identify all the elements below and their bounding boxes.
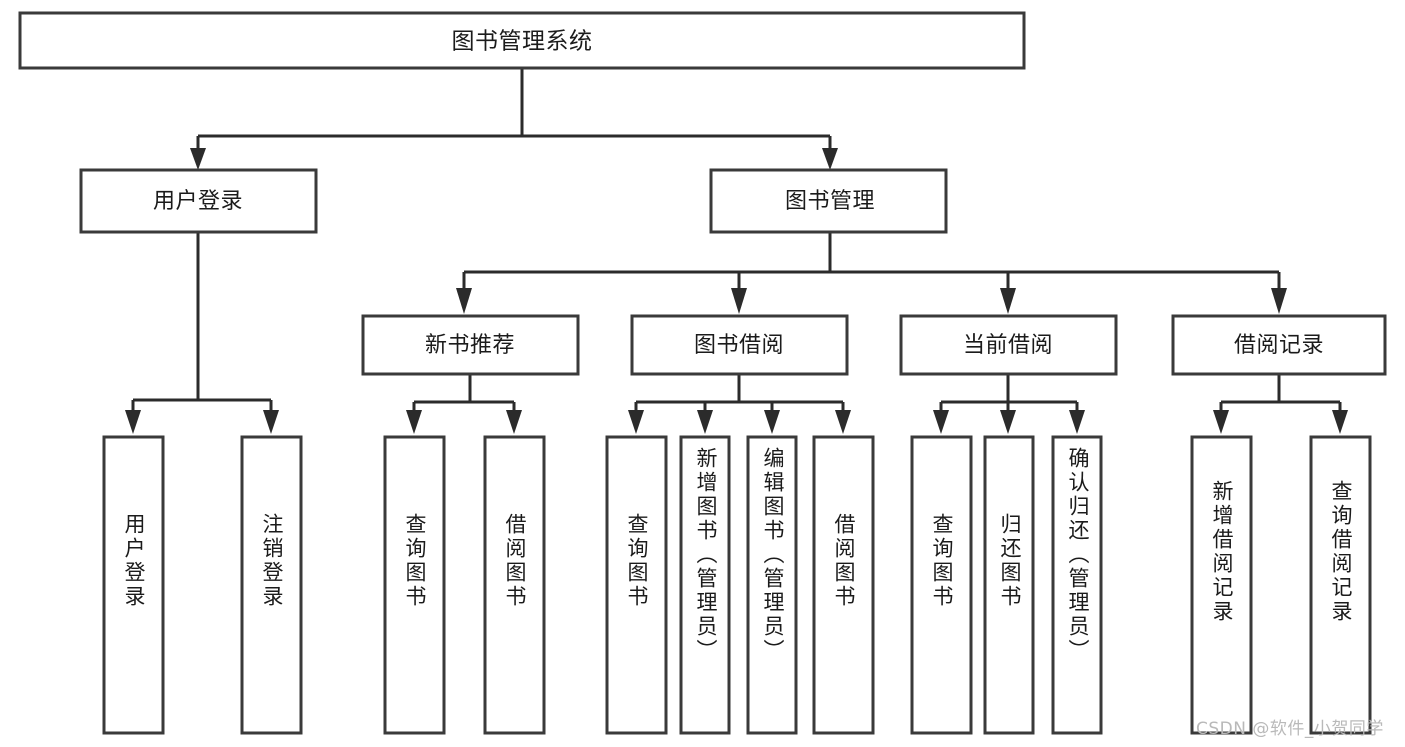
node-box-leaf-confirm-return[interactable] xyxy=(1051,435,1103,735)
arrow-head-leaf-borrow-book-1 xyxy=(506,410,522,434)
arrow-head-leaf-return-book xyxy=(1000,410,1016,434)
arrow-head-book-borrow xyxy=(731,288,747,314)
node-label-new-book-recommend: 新书推荐 xyxy=(425,333,515,358)
node-box-book-borrow[interactable] xyxy=(630,314,849,376)
arrow-head-leaf-logout-login xyxy=(263,410,279,434)
connector-group-root xyxy=(190,68,838,170)
arrow-head-user-login xyxy=(190,148,206,170)
node-box-root[interactable] xyxy=(18,11,1026,70)
node-box-leaf-query-book-3[interactable] xyxy=(910,435,973,735)
arrow-head-leaf-query-book-1 xyxy=(406,410,422,434)
node-label-user-login: 用户登录 xyxy=(153,189,243,214)
node-box-leaf-add-record[interactable] xyxy=(1190,435,1253,735)
node-box-borrow-record[interactable] xyxy=(1171,314,1387,376)
arrow-head-current-borrow xyxy=(1000,288,1016,314)
node-box-leaf-user-login[interactable] xyxy=(102,435,165,735)
node-box-leaf-query-record[interactable] xyxy=(1309,435,1372,735)
arrow-head-borrow-record xyxy=(1271,288,1287,314)
node-label-book-borrow: 图书借阅 xyxy=(694,333,784,358)
arrow-head-leaf-user-login xyxy=(125,410,141,434)
node-box-new-book-recommend[interactable] xyxy=(361,314,580,376)
node-box-leaf-query-book-2[interactable] xyxy=(605,435,668,735)
arrow-head-leaf-query-book-3 xyxy=(933,410,949,434)
arrow-head-leaf-confirm-return xyxy=(1069,410,1085,434)
csdn-watermark: CSDN @软件_小贺同学 xyxy=(1196,719,1384,739)
node-box-user-login[interactable] xyxy=(79,168,318,234)
node-label-book-manage: 图书管理 xyxy=(785,189,875,214)
node-box-leaf-return-book[interactable] xyxy=(983,435,1035,735)
node-box-leaf-borrow-book-1[interactable] xyxy=(483,435,546,735)
node-label-root: 图书管理系统 xyxy=(452,29,593,55)
arrow-head-leaf-edit-book xyxy=(764,410,780,434)
node-box-current-borrow[interactable] xyxy=(899,314,1118,376)
node-box-leaf-edit-book[interactable] xyxy=(746,435,798,735)
arrow-head-leaf-query-record xyxy=(1332,410,1348,434)
node-label-borrow-record: 借阅记录 xyxy=(1234,333,1324,358)
connector-group-current-borrow xyxy=(933,374,1085,434)
node-box-leaf-add-book[interactable] xyxy=(679,435,731,735)
arrow-head-leaf-query-book-2 xyxy=(628,410,644,434)
node-box-leaf-logout-login[interactable] xyxy=(240,435,303,735)
connector-group-user-login xyxy=(125,232,279,434)
node-box-leaf-borrow-book-2[interactable] xyxy=(812,435,875,735)
connector-group-borrow-record xyxy=(1213,374,1348,434)
connector-group-book-borrow xyxy=(628,374,851,434)
node-box-leaf-query-book-1[interactable] xyxy=(383,435,446,735)
connector-group-new-book-recommend xyxy=(406,374,522,434)
arrow-head-book-manage xyxy=(822,148,838,170)
connector-group-book-manage xyxy=(456,232,1287,314)
arrow-head-leaf-add-book xyxy=(697,410,713,434)
arrow-head-leaf-add-record xyxy=(1213,410,1229,434)
node-box-book-manage[interactable] xyxy=(709,168,948,234)
arrow-head-leaf-borrow-book-2 xyxy=(835,410,851,434)
node-label-current-borrow: 当前借阅 xyxy=(963,333,1053,358)
arrow-head-new-book-recommend xyxy=(456,288,472,314)
